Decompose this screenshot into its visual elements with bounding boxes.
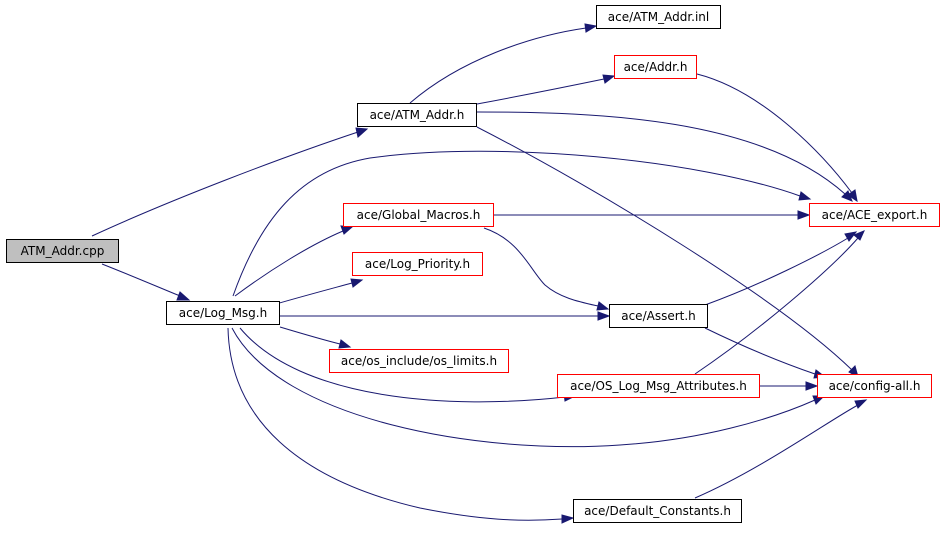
edge-log-msg-h-to-os-log-msg-attributes: [239, 327, 566, 403]
node-default-constants-h[interactable]: ace/Default_Constants.h: [573, 499, 742, 523]
node-atm-addr-cpp[interactable]: ATM_Addr.cpp: [6, 239, 119, 263]
arrowhead: [350, 278, 364, 288]
arrowhead: [847, 189, 858, 203]
node-ace-export-h[interactable]: ace/ACE_export.h: [809, 203, 940, 227]
edge-log-msg-h-to-global-macros: [234, 230, 344, 297]
arrowhead: [340, 225, 354, 235]
arrowhead: [797, 210, 811, 220]
edge-os-log-msg-attributes-to-ace-export: [694, 237, 859, 375]
node-config-all-h[interactable]: ace/config-all.h: [817, 374, 932, 398]
edge-global-macros-to-assert: [483, 227, 599, 307]
edge-atm-addr-h-to-config-all: [476, 126, 853, 371]
edge-atm-addr-h-to-ace-export: [476, 111, 846, 195]
node-log-msg-h[interactable]: ace/Log_Msg.h: [166, 301, 280, 325]
edge-log-msg-h-to-ace-export: [232, 150, 801, 297]
edge-cpp-to-atm-addr-h: [91, 131, 359, 237]
node-atm-addr-h[interactable]: ace/ATM_Addr.h: [357, 103, 477, 127]
edge-log-msg-h-to-default-constants: [227, 327, 563, 521]
edge-assert-to-config-all: [704, 327, 816, 375]
arrowhead: [176, 291, 191, 301]
node-os-limits-h[interactable]: ace/os_include/os_limits.h: [329, 349, 509, 373]
edge-default-constants-to-config-all: [694, 404, 859, 499]
arrowhead: [844, 231, 858, 242]
node-atm-addr-inl[interactable]: ace/ATM_Addr.inl: [596, 5, 721, 29]
arrowhead: [355, 127, 369, 138]
arrowhead: [596, 301, 610, 311]
edge-log-msg-h-to-os-limits: [279, 326, 341, 345]
arrowhead: [584, 23, 598, 33]
node-log-priority-h[interactable]: ace/Log_Priority.h: [352, 252, 483, 276]
edge-log-msg-h-to-config-all: [231, 327, 816, 448]
node-global-macros-h[interactable]: ace/Global_Macros.h: [343, 203, 494, 227]
arrowhead: [561, 514, 575, 524]
arrowhead: [798, 191, 812, 201]
arrowhead: [854, 399, 868, 409]
edge-assert-to-ace-export: [704, 237, 849, 306]
arrowhead: [597, 311, 611, 321]
arrowhead: [853, 230, 865, 241]
arrowhead: [602, 74, 616, 84]
edge-addr-h-to-ace-export: [696, 73, 853, 194]
edge-atm-addr-h-to-atm-addr-inl: [409, 27, 587, 104]
arrowhead: [805, 381, 819, 391]
edge-log-msg-h-to-log-priority: [275, 282, 353, 305]
edge-cpp-to-log-msg-h: [101, 263, 181, 297]
node-os-log-msg-attributes-h[interactable]: ace/OS_Log_Msg_Attributes.h: [557, 374, 760, 398]
node-assert-h[interactable]: ace/Assert.h: [609, 304, 708, 328]
node-addr-h[interactable]: ace/Addr.h: [614, 55, 697, 79]
edge-atm-addr-h-to-addr-h: [476, 78, 605, 105]
arrowhead: [338, 339, 352, 349]
edges: [91, 23, 868, 524]
